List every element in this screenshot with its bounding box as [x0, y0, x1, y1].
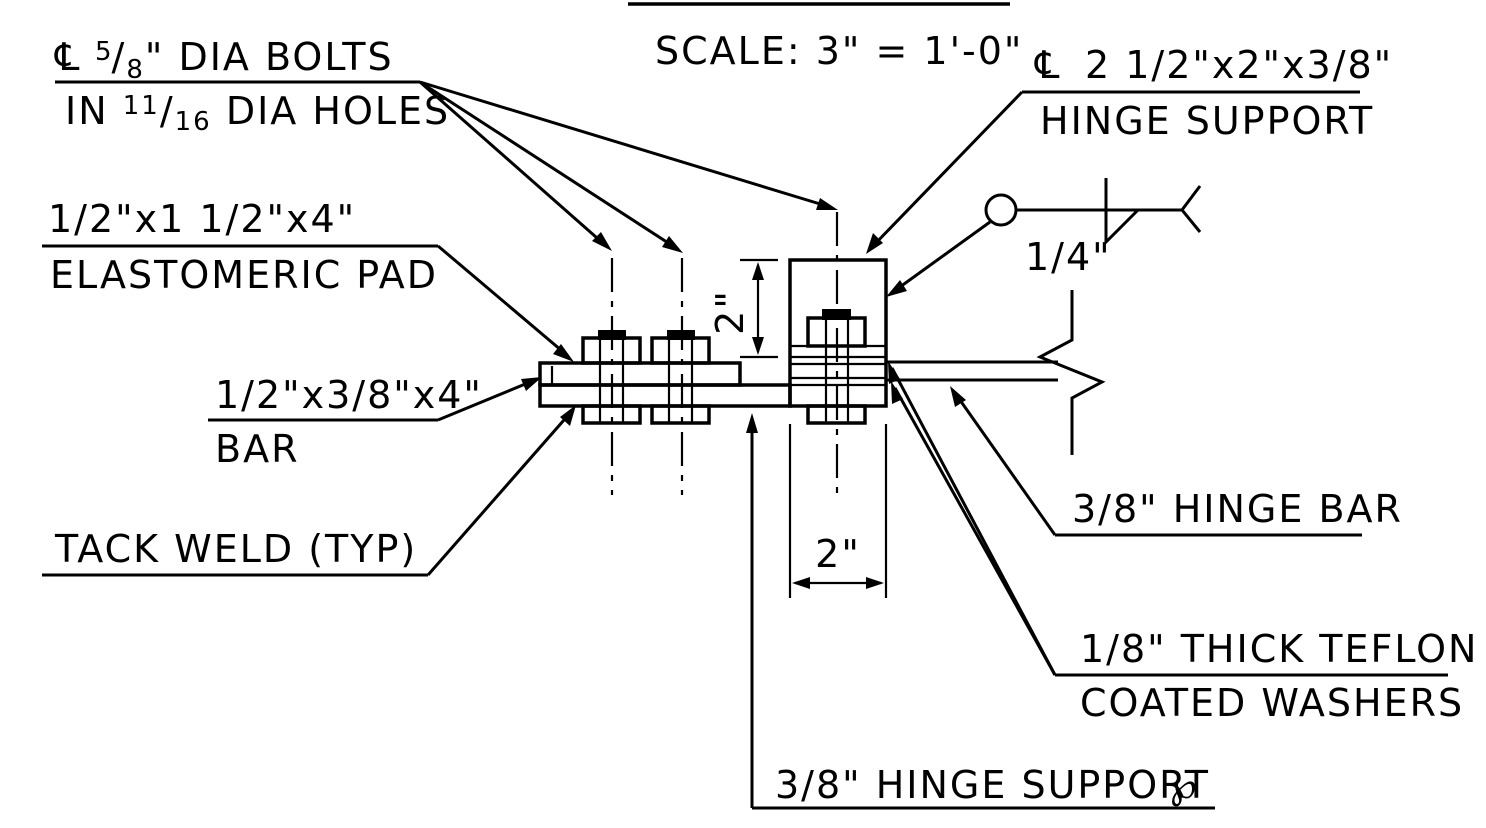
teflon-callout: 1/8" THICK TEFLON COATED WASHERS	[888, 361, 1478, 725]
hinge-support-callout: ℄ 2 1/2"x2"x3/8" HINGE SUPPORT	[866, 43, 1393, 254]
arrowhead	[592, 232, 612, 251]
arrowhead	[752, 262, 764, 280]
bolts-label-line1: 5/8" DIA BOLTS	[95, 35, 394, 85]
assembly	[538, 212, 1106, 495]
scale-label: SCALE: 3" = 1'-0"	[655, 29, 1023, 73]
weld-size-label: 1/4"	[1025, 235, 1112, 279]
arrowhead	[792, 577, 810, 589]
bar-label-line1: 1/2"x3/8"x4"	[215, 373, 483, 417]
arrowhead	[888, 361, 900, 384]
bolts-leader-2	[419, 80, 677, 250]
pad-label-line2: ELASTOMERIC PAD	[50, 253, 438, 297]
elastomeric-pad	[538, 361, 742, 387]
horizontal-dimension-label: 2"	[815, 532, 861, 576]
weld-leader	[892, 220, 991, 294]
arrowhead	[816, 198, 838, 210]
break-line	[1036, 290, 1106, 455]
pad-label-line1: 1/2"x1 1/2"x4"	[48, 197, 356, 241]
bolts-label-line2: IN 11/16 DIA HOLES	[65, 89, 450, 137]
arrowhead	[886, 280, 907, 297]
bolts-leader-1	[419, 80, 606, 247]
hinge-bar-callout: 3/8" HINGE BAR	[950, 386, 1403, 537]
weld-all-around-circle	[984, 193, 1018, 227]
tack-weld-leader	[426, 411, 573, 576]
arrowhead	[560, 405, 576, 426]
arrowhead	[752, 337, 764, 355]
centerline-symbol: ℄	[54, 35, 81, 79]
bolts-callout: ℄ 5/8" DIA BOLTS IN 11/16 DIA HOLES	[54, 35, 838, 253]
hinge-support-label-line2: HINGE SUPPORT	[1040, 99, 1374, 143]
teflon-label-line2: COATED WASHERS	[1080, 681, 1464, 725]
hinge-bar-leader	[953, 392, 1057, 536]
hinge-support-leader	[870, 90, 1024, 249]
horizontal-dimension: 2"	[788, 424, 888, 598]
vertical-dimension: 2"	[708, 258, 778, 359]
arrowhead	[950, 386, 966, 407]
arrowhead	[521, 377, 542, 391]
hinge-plate-callout: 3/8" HINGE SUPPORT ℘	[746, 413, 1215, 810]
centerline-symbol: ℄	[1034, 43, 1061, 87]
arrowhead	[866, 233, 883, 254]
hinge-support-label-line1: 2 1/2"x2"x3/8"	[1085, 43, 1393, 87]
bar-leader	[437, 378, 536, 422]
tack-weld-callout: TACK WELD (TYP)	[42, 405, 576, 577]
bolts-leader-3	[419, 80, 831, 209]
arrowhead	[866, 577, 884, 589]
bar-label-line2: BAR	[215, 427, 299, 471]
pad-callout: 1/2"x1 1/2"x4" ELASTOMERIC PAD	[42, 197, 574, 362]
teflon-leader-2	[893, 387, 1057, 676]
arrowhead	[746, 413, 758, 433]
hinge-bar-label: 3/8" HINGE BAR	[1072, 487, 1403, 531]
bar-plate	[538, 383, 792, 408]
bar-callout: 1/2"x3/8"x4" BAR	[208, 373, 542, 471]
pad-leader	[437, 244, 569, 358]
bolt-2	[650, 330, 711, 425]
plate-symbol: ℘	[1170, 763, 1199, 807]
arrowhead	[891, 381, 903, 404]
hinge-plate-label: 3/8" HINGE SUPPORT	[775, 763, 1210, 807]
fillet-weld-triangle	[1104, 178, 1140, 246]
bolt-nut	[650, 404, 711, 425]
vertical-dimension-label: 2"	[708, 289, 752, 335]
arrowhead	[662, 236, 683, 253]
weld-tail	[1180, 185, 1202, 233]
tack-weld-label: TACK WELD (TYP)	[54, 527, 417, 571]
weld-symbol: 1/4"	[886, 178, 1202, 297]
bolt-head	[650, 336, 711, 365]
teflon-label-line1: 1/8" THICK TEFLON	[1080, 627, 1478, 671]
arrowhead	[553, 344, 574, 362]
